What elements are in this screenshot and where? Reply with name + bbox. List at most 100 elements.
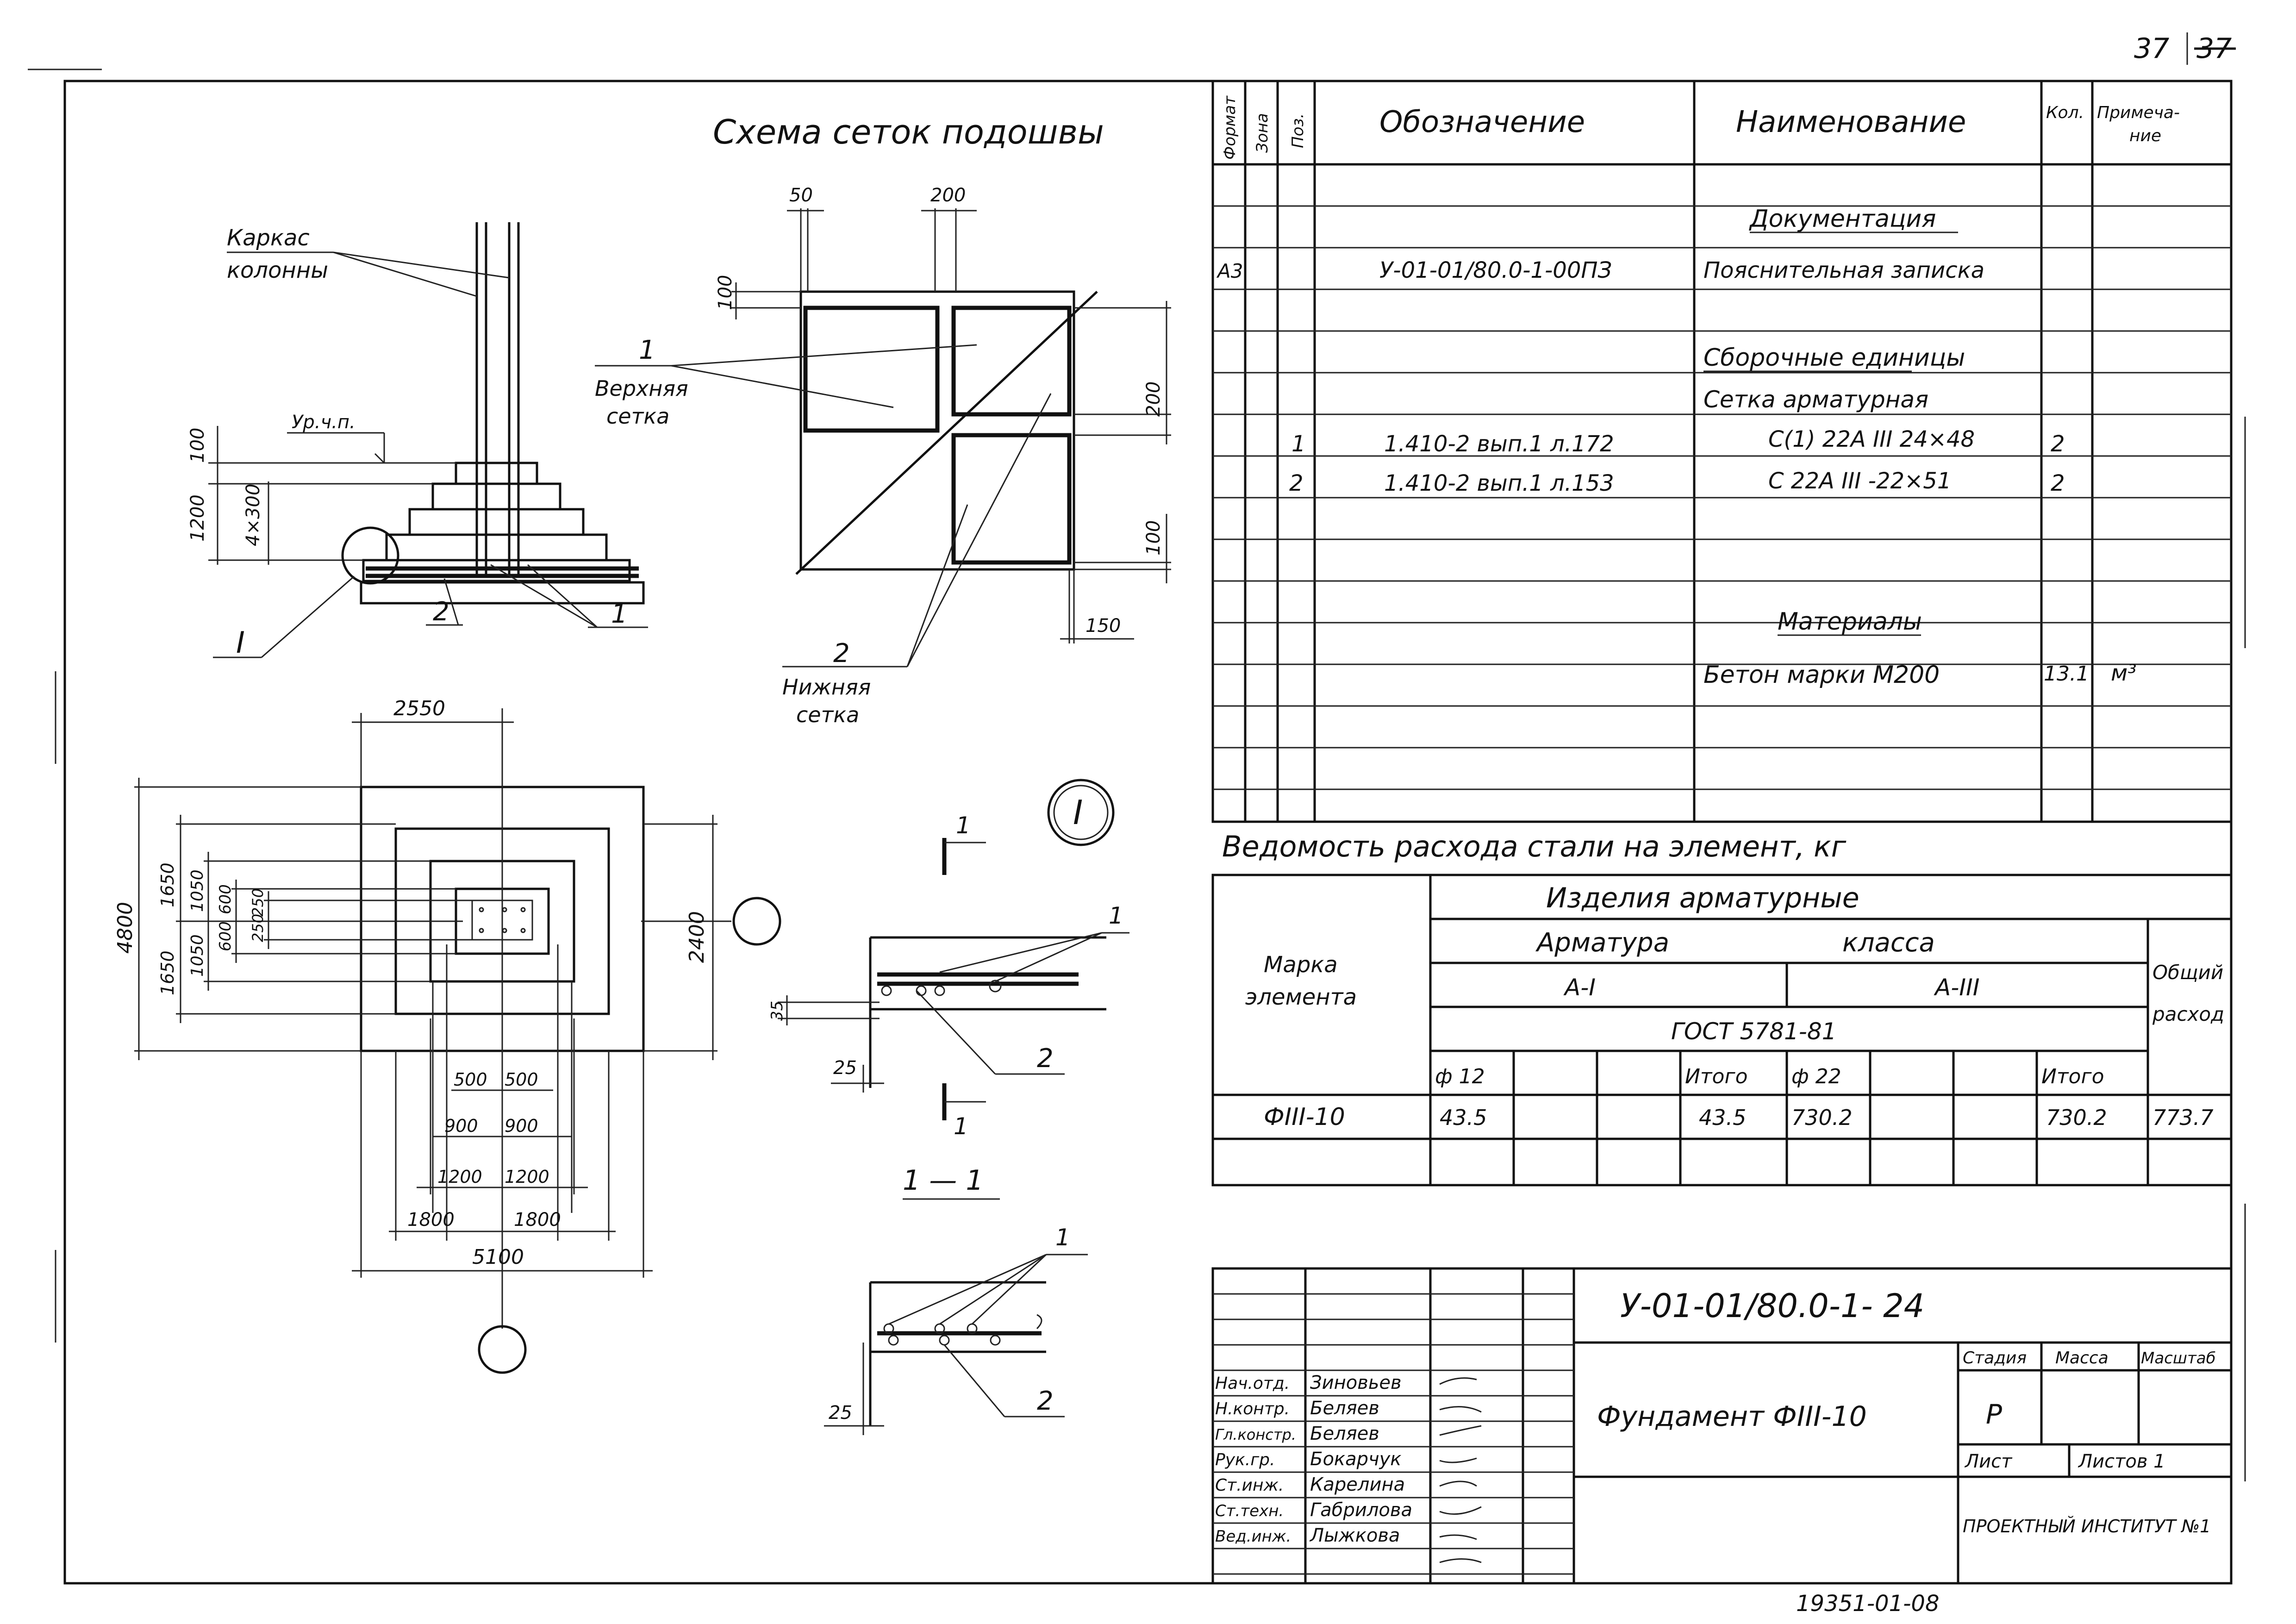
steel-col-itogo-2: Итого [2041,1065,2104,1088]
plan-dim-500-b: 500 [505,1069,538,1090]
hdr-format: Формат [1221,95,1239,160]
mass-header: Масса [2055,1349,2109,1368]
elev-dim-4x300: 4×300 [243,484,264,546]
plan-dim-250-a: 250 [249,888,267,917]
mat-unit: м³ [2111,660,2136,686]
steel-row-mark: ФIII-10 [1264,1103,1345,1131]
detail-callout-circle [1047,779,1115,846]
mesh-dim-100-right: 100 [1143,520,1164,556]
mesh-pos-2: 2 [833,638,850,668]
elev-pos-2: 2 [433,597,449,627]
sheet-frame [63,80,2233,1585]
steel-table [1211,874,2233,1187]
detail-section-1 [869,936,1106,1088]
sheet-number: 37 [2134,32,2169,65]
level-label: Ур.ч.п. [292,412,356,433]
plan-dim-600-b: 600 [216,921,235,951]
plan-dim-500-a: 500 [454,1069,487,1090]
plan-dim-1800-a: 1800 [407,1209,455,1230]
title-block [1211,1267,2233,1585]
steel-row-d22: 730.2 [1791,1105,1853,1130]
mesh-scheme [795,290,1098,575]
plan-dim-600-a: 600 [216,884,235,914]
steel-mark-2: элемента [1245,984,1357,1010]
hdr-note-1: Примеча- [2097,103,2180,122]
plan-dim-1200-b: 1200 [505,1167,549,1187]
detail-pos-2: 2 [1037,1043,1054,1074]
steel-mark-1: Марка [1264,952,1338,978]
plan-dim-1050-a: 1050 [188,869,207,912]
plan-dim-900-a: 900 [444,1116,478,1136]
detail-section-2 [869,1281,1046,1426]
mesh-dim-50: 50 [789,185,813,206]
foundation-plan [360,708,781,1374]
section-mark-top: 1 [956,812,971,839]
assembly-sub: Сетка арматурная [1703,386,1928,413]
footer-stamp: 19351-01-08 [1796,1591,1940,1617]
hdr-qty: Кол. [2046,103,2084,122]
plan-dim-2400: 2400 [685,911,709,963]
mesh-dim-200-top: 200 [930,185,966,206]
detail2-pos-1: 1 [1055,1224,1070,1251]
plan-dim-900-b: 900 [505,1116,538,1136]
doc-designation: У-01-01/80.0-1-00ПЗ [1379,257,1612,283]
plan-dim-1200-a: 1200 [437,1167,482,1187]
role-2: Гл.констр. [1215,1426,1296,1443]
stage-header: Стадия [1963,1349,2027,1368]
plan-dim-1050-b: 1050 [188,934,207,977]
mat-name: Бетон марки М200 [1703,661,1940,689]
section-title: 1 — 1 [903,1164,984,1197]
name-5: Габрилова [1310,1499,1412,1521]
role-0: Нач.отд. [1215,1374,1290,1393]
plan-dim-250-b: 250 [249,914,267,942]
row1-name: С(1) 22А III 24×48 [1768,426,1975,452]
plan-dim-4800: 4800 [113,902,137,954]
stage-value: Р [1986,1399,2002,1430]
steel-class-a3: А-III [1934,974,1979,1001]
steel-col-d22: ф 22 [1791,1065,1841,1088]
doc-code: У-01-01/80.0-1- 24 [1620,1287,1924,1325]
mesh-dim-100-top: 100 [715,275,736,310]
elev-dim-100: 100 [187,428,208,463]
doc-format: А3 [1216,260,1243,282]
mesh-dim-150: 150 [1086,615,1121,637]
upper-mesh-label-1: Верхняя [595,376,688,401]
steel-table-title: Ведомость расхода стали на элемент, кг [1222,830,1847,863]
mesh-dim-200-right: 200 [1143,381,1164,417]
plan-dim-2550: 2550 [393,697,445,720]
steel-row-itogo-2: 730.2 [2046,1105,2107,1130]
footing-elevation [360,462,645,605]
hdr-designation: Обозначение [1379,105,1585,139]
section-mark-bottom: 1 [954,1113,968,1140]
doc-title: Фундамент ФIII-10 [1597,1400,1867,1433]
elev-dim-1200: 1200 [187,494,208,542]
row1-qty: 2 [2051,431,2065,457]
detail-dim-35: 35 [768,1001,786,1021]
steel-col-d12: ф 12 [1435,1065,1485,1088]
org-name: ПРОЕКТНЫЙ ИНСТИТУТ №1 [1963,1516,2211,1537]
steel-row-itogo-1: 43.5 [1699,1105,1746,1130]
plan-dim-5100: 5100 [472,1245,524,1269]
row1-designation: 1.410-2 вып.1 л.172 [1384,431,1614,457]
hdr-pos: Поз. [1289,113,1307,148]
steel-group: Изделия арматурные [1546,882,1859,914]
sec-materials: Материалы [1778,608,1922,636]
steel-class-hdr-2: класса [1842,928,1935,958]
hdr-name: Наименование [1736,105,1966,139]
name-6: Лыжкова [1309,1525,1400,1546]
steel-row-d12: 43.5 [1440,1105,1487,1130]
mat-qty: 13.1 [2044,662,2089,686]
role-6: Вед.инж. [1215,1527,1291,1546]
row2-name: С 22А III -22×51 [1768,468,1951,494]
sec-assembly: Сборочные единицы [1703,344,1965,372]
doc-name: Пояснительная записка [1703,257,1984,283]
detail2-pos-2: 2 [1037,1386,1054,1416]
role-3: Рук.гр. [1215,1450,1275,1469]
name-4: Карелина [1310,1474,1405,1495]
lower-mesh-label-2: сетка [796,702,859,727]
steel-row-total: 773.7 [2152,1105,2214,1130]
sheet-header: Лист [1964,1451,2013,1472]
name-2: Беляев [1310,1423,1379,1444]
steel-total-2: расход [2152,1003,2224,1025]
